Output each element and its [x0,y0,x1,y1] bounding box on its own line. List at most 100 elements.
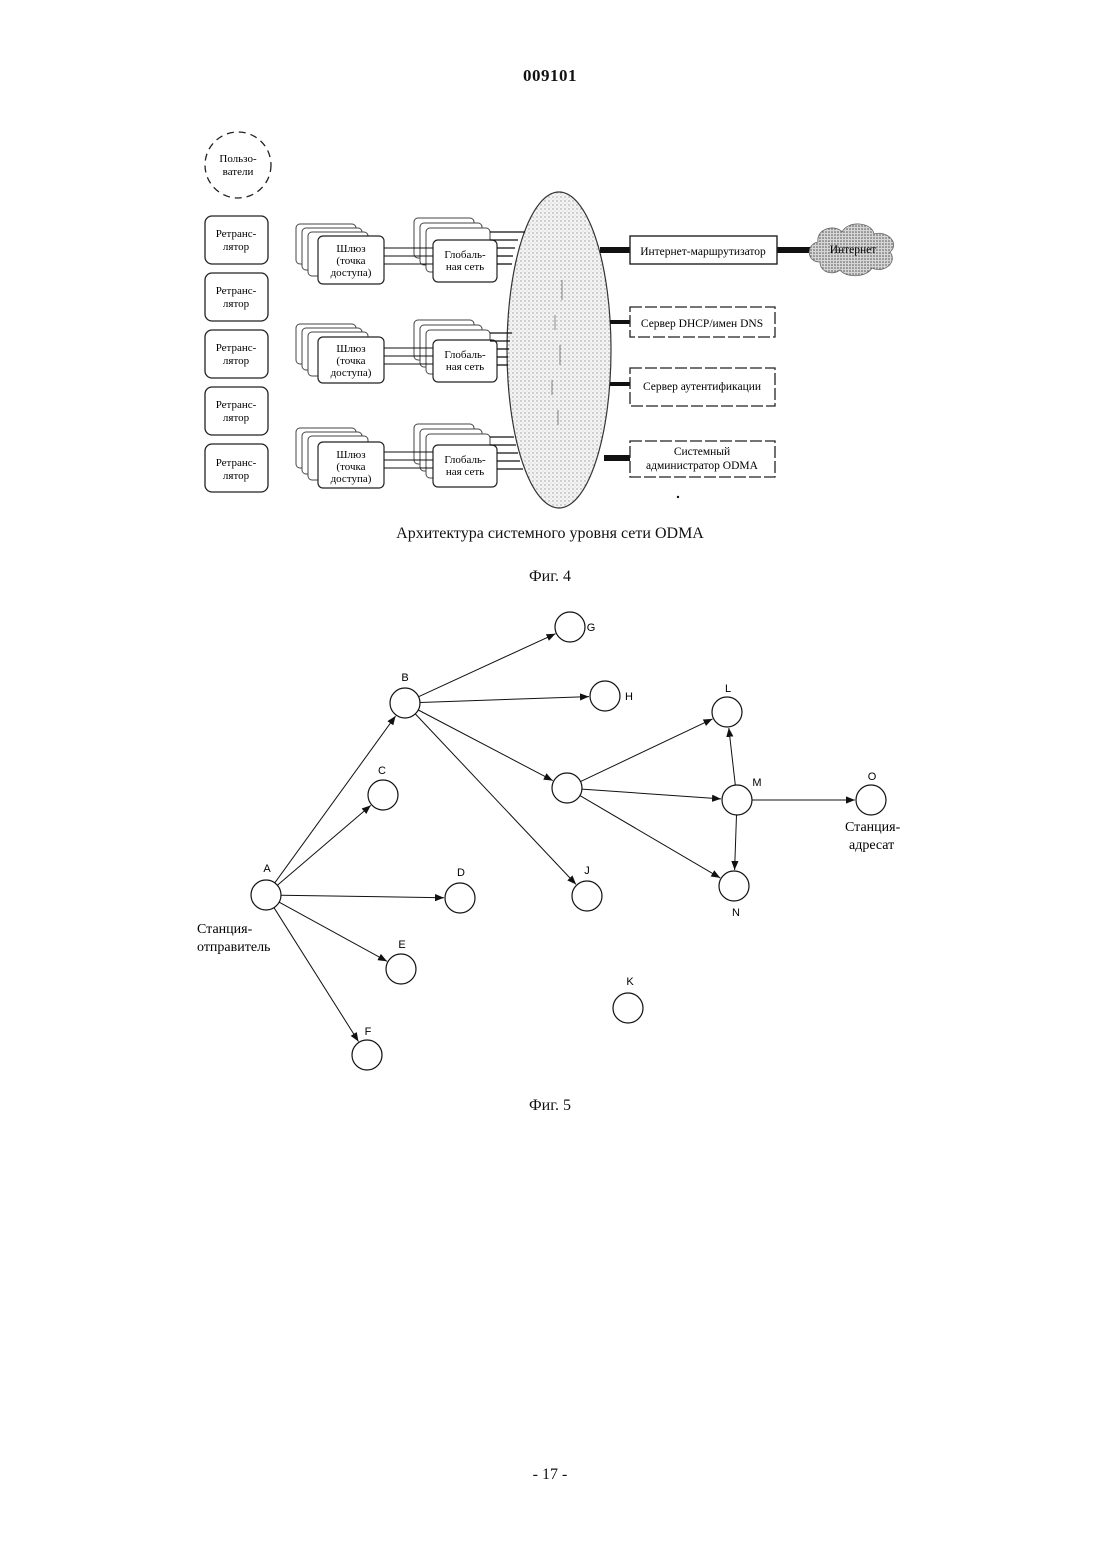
dhcp-dns-server-box: Сервер DHCP/имен DNS [630,307,775,337]
fig5-routing-graph: A B C D E F G H J K L M N O Станция- отправитель Стан… [0,590,1100,1090]
edge-b-g [419,634,556,697]
edge-m-l [729,728,736,785]
station-circle-g [555,612,585,642]
repeater-label-line1: Ретранс- [216,457,257,469]
internet-router-box: Интернет-маршрутизатор [630,236,777,264]
station-label-g: G [587,622,596,634]
gateway-group-2: Шлюз (точка доступа) Глобаль- ная сеть [296,320,512,383]
internet-router-label: Интернет-маршрутизатор [640,246,766,258]
station-node-e: E [386,939,416,984]
edge-a-c [277,805,370,885]
station-circle-n [719,871,749,901]
server-links [600,247,817,461]
station-label-b: B [401,672,408,684]
station-label-m: M [752,777,761,789]
wan-label-line1: Глобаль- [444,249,486,261]
wan-label-line2: ная сеть [446,261,484,273]
edge-b-j [415,714,576,885]
speck-mark [677,496,679,498]
station-node-d: D [445,867,475,913]
edge-a-e [279,902,387,961]
station-label-n: N [732,907,740,919]
wan-label-line1: Глобаль- [444,349,486,361]
source-station-label-line1: Станция- [197,922,253,937]
gateway-label-line2: (точка [336,255,365,267]
station-label-h: H [625,691,633,703]
station-label-o: O [868,771,877,783]
station-circle-i [552,773,582,803]
station-circle-h [590,681,620,711]
gateway-label-line3: доступа) [331,367,372,379]
gateway-label-line2: (точка [336,461,365,473]
wan-label-line2: ная сеть [446,361,484,373]
station-node-n: N [719,871,749,919]
repeater-node: Ретранс- лятор [205,216,268,264]
wan-label-line2: ная сеть [446,466,484,478]
backbone-ellipse [507,192,611,508]
repeater-label-line1: Ретранс- [216,399,257,411]
fig4-label: Фиг. 4 [0,568,1100,586]
station-label-e: E [398,939,405,951]
internet-label: Интернет [830,244,877,256]
edge-i-n [580,796,720,878]
users-label-line1: Пользо- [219,153,257,165]
station-circle-m [722,785,752,815]
page-number: - 17 - [0,1466,1100,1484]
repeater-label-line1: Ретранс- [216,228,257,240]
station-node-k: K [613,976,643,1023]
repeater-label-line1: Ретранс- [216,285,257,297]
station-circle-c [368,780,398,810]
gateway-label-line1: Шлюз [336,343,365,355]
station-node-b: B [390,672,420,718]
station-label-d: D [457,867,465,879]
station-label-j: J [584,865,590,877]
dhcp-dns-server-label: Сервер DHCP/имен DNS [641,318,763,330]
station-label-c: C [378,765,386,777]
edge-b-h [420,697,589,703]
station-circle-j [572,881,602,911]
station-node-g: G [555,612,595,642]
source-station-label-line2: отправитель [197,940,270,955]
fig4-caption: Архитектура системного уровня сети ODMA [0,525,1100,543]
station-node-h: H [590,681,633,711]
gateway-label-line1: Шлюз [336,449,365,461]
fig5-label: Фиг. 5 [0,1097,1100,1115]
station-circle-k [613,993,643,1023]
station-circle-a [251,880,281,910]
station-node-j: J [572,865,602,911]
station-node-l: L [712,683,742,727]
station-node-c: C [368,765,398,810]
gateway-group-3: Шлюз (точка доступа) Глобаль- ная сеть [296,424,523,488]
edge-m-n [735,815,737,870]
repeater-label-line1: Ретранс- [216,342,257,354]
internet-cloud: Интернет [809,224,893,276]
edge-i-l [581,719,713,782]
dest-station-label-line2: адресат [849,838,894,853]
source-station-label: Станция- отправитель [197,922,270,955]
users-node: Пользо- ватели [205,132,271,198]
station-circle-l [712,697,742,727]
edge-a-f [274,908,359,1042]
repeater-label-line2: лятор [223,241,250,253]
auth-server-label: Сервер аутентификации [643,381,761,393]
odma-admin-box: Системный администратор ODMA [630,441,775,477]
edge-a-d [281,895,444,898]
repeater-label-line2: лятор [223,355,250,367]
station-node-f: F [352,1026,382,1070]
gateway-label-line1: Шлюз [336,243,365,255]
station-label-f: F [365,1026,372,1038]
station-circle-d [445,883,475,913]
edge-b-i [418,710,553,781]
gateway-group-1: Шлюз (точка доступа) Глобаль- ная сеть [296,218,525,284]
station-circle-f [352,1040,382,1070]
fig5-edges [274,634,855,1042]
gateway-label-line3: доступа) [331,473,372,485]
edge-i-m [582,789,721,799]
repeater-label-line2: лятор [223,412,250,424]
fig4-architecture-diagram: Пользо- ватели Ретранс- лятор Ретранс- л… [0,0,1100,520]
dest-station-label-line1: Станция- [845,820,901,835]
station-node-i [552,773,582,803]
gateway-label-line2: (точка [336,355,365,367]
fig5-nodes: A B C D E F G H J K L M N O [251,612,886,1070]
station-label-a: A [263,863,271,875]
